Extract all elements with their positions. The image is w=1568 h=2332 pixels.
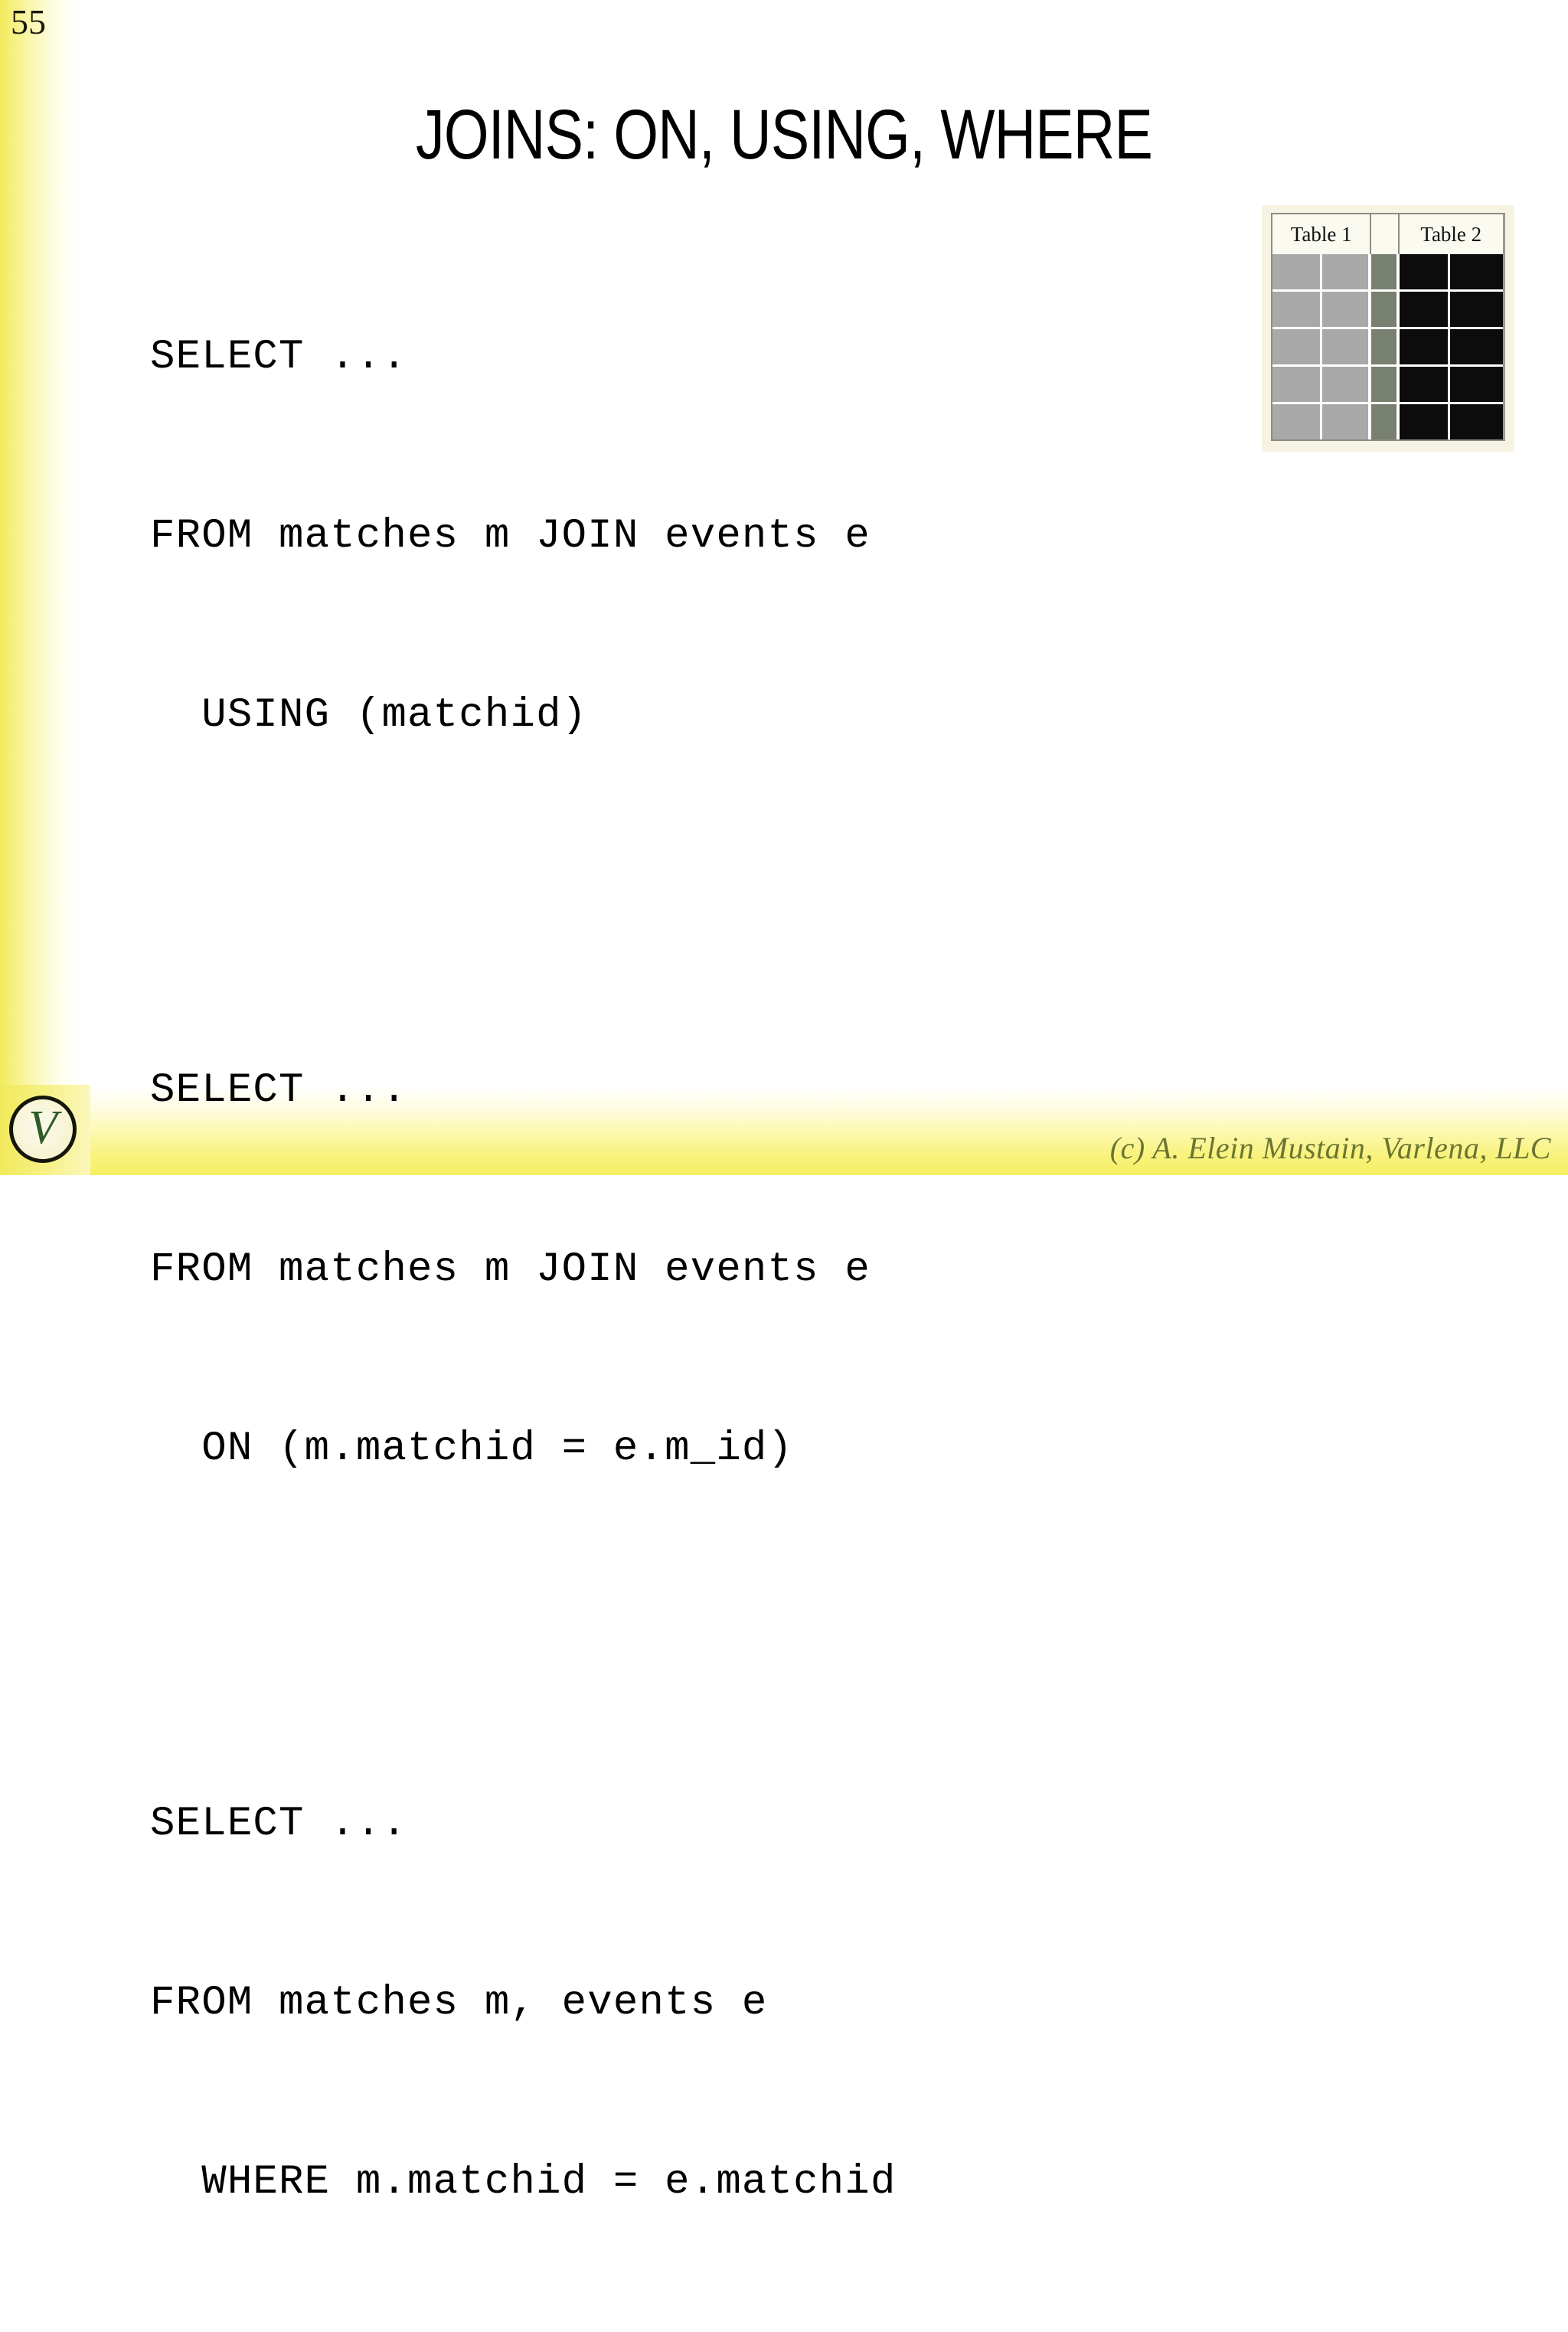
diagram-cell — [1399, 292, 1448, 329]
diagram-cell — [1449, 292, 1503, 329]
diagram-body — [1272, 254, 1503, 439]
diagram-frame: Table 1 Table 2 — [1271, 213, 1505, 441]
diagram-cell — [1449, 367, 1503, 404]
diagram-cell — [1371, 404, 1396, 439]
join-tables-diagram: Table 1 Table 2 — [1262, 205, 1514, 452]
diagram-cell — [1321, 292, 1369, 329]
code-line: FROM matches m JOIN events e — [150, 513, 871, 560]
diagram-cell — [1449, 329, 1503, 367]
code-line: SELECT ... — [150, 1801, 408, 1847]
diagram-cell — [1272, 292, 1320, 329]
code-line: ON (m.matchid = e.m_id) — [150, 1426, 794, 1472]
diagram-cell — [1371, 367, 1396, 404]
diagram-cell — [1272, 367, 1320, 404]
diagram-cell — [1399, 254, 1448, 292]
slide-background — [0, 0, 1568, 1175]
diagram-cell — [1371, 329, 1396, 367]
diagram-cell — [1399, 404, 1448, 439]
diagram-cell — [1449, 404, 1503, 439]
code-block-using: SELECT ... FROM matches m JOIN events e … — [150, 208, 1237, 865]
diagram-column-t2-col-2 — [1449, 254, 1503, 439]
diagram-cell — [1321, 404, 1369, 439]
diagram-cell — [1272, 404, 1320, 439]
code-line: SELECT ... — [150, 1067, 408, 1114]
code-line: SELECT ... — [150, 334, 408, 381]
varlena-logo: V — [6, 1093, 83, 1169]
bottom-accent-band — [0, 1085, 1568, 1175]
code-line: FROM matches m JOIN events e — [150, 1246, 871, 1293]
diagram-column-t2-col-1 — [1399, 254, 1450, 439]
code-line: USING (matchid) — [150, 692, 588, 739]
code-block-on: SELECT ... FROM matches m JOIN events e … — [150, 942, 1237, 1599]
diagram-cell — [1371, 254, 1396, 292]
code-examples-area: SELECT ... FROM matches m JOIN events e … — [150, 208, 1237, 2332]
code-block-where: SELECT ... FROM matches m, events e WHER… — [150, 1675, 1237, 2332]
page-title: JOINS: ON, USING, WHERE — [416, 95, 1153, 174]
join-column-header — [1371, 214, 1400, 254]
diagram-cell — [1321, 367, 1369, 404]
diagram-header-row: Table 1 Table 2 — [1272, 214, 1503, 254]
diagram-column-t1-col-1 — [1272, 254, 1322, 439]
code-line: WHERE m.matchid = e.matchid — [150, 2159, 897, 2206]
page-number: 55 — [11, 2, 46, 41]
diagram-cell — [1272, 329, 1320, 367]
table-2-header: Table 2 — [1399, 214, 1503, 254]
diagram-column-join-key-col — [1371, 254, 1400, 439]
diagram-cell — [1449, 254, 1503, 292]
left-accent-stripe — [0, 0, 83, 1175]
logo-circle-icon — [9, 1096, 77, 1163]
diagram-cell — [1321, 254, 1369, 292]
code-line: FROM matches m, events e — [150, 1980, 768, 2027]
diagram-cell — [1399, 329, 1448, 367]
logo-letter: V — [28, 1102, 57, 1154]
diagram-cell — [1321, 329, 1369, 367]
copyright-notice: (c) A. Elein Mustain, Varlena, LLC — [1109, 1131, 1551, 1165]
diagram-cell — [1272, 254, 1320, 292]
diagram-cell — [1371, 292, 1396, 329]
table-1-header: Table 1 — [1272, 214, 1372, 254]
diagram-cell — [1399, 367, 1448, 404]
diagram-column-t1-col-2 — [1321, 254, 1372, 439]
